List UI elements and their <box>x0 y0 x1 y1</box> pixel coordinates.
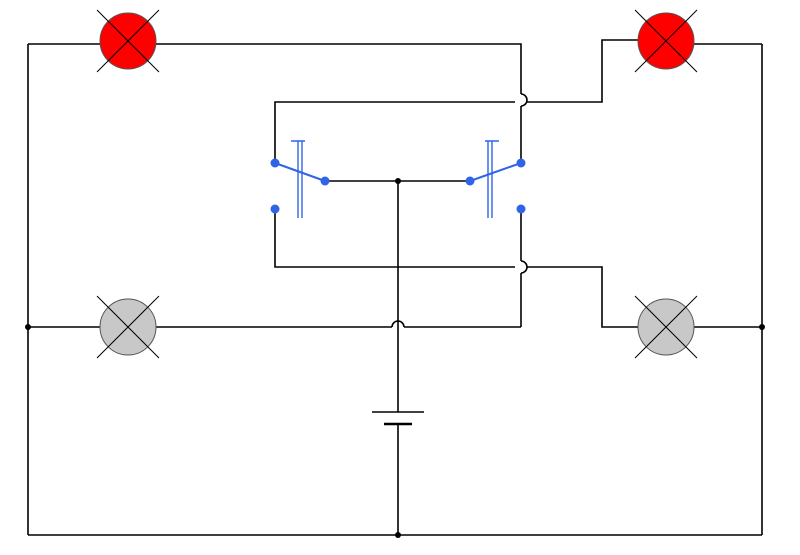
wire-top-right-lamp-left <box>274 101 515 163</box>
switch-left-pivot <box>320 176 330 186</box>
lamp-mid-left <box>96 295 160 359</box>
lamp-mid-right-cross-b <box>634 295 698 359</box>
junction-center-top <box>395 178 401 184</box>
switch-left-contact-upper <box>270 158 280 168</box>
lamp-top-right-cross-b <box>634 9 698 73</box>
switch-right-blade <box>469 162 522 182</box>
lamp-mid-right <box>634 295 698 359</box>
wire-jumper-upper <box>520 93 528 107</box>
junction-center-bottom <box>395 532 401 538</box>
lamp-mid-left-cross-b <box>96 295 160 359</box>
junction-left <box>25 324 31 330</box>
junctions <box>25 178 765 538</box>
switch-right-push-rod <box>485 140 499 218</box>
wire-mid-right-lamp-feed <box>527 266 638 328</box>
lamp-top-right <box>634 9 698 73</box>
switch-right[interactable] <box>465 140 526 218</box>
lamp-top-left-cross-b <box>96 9 160 73</box>
wire-top-left-lamp-right <box>156 43 522 94</box>
switch-left[interactable] <box>270 140 330 218</box>
switch-right-pivot <box>465 176 475 186</box>
wire-lower-left <box>274 209 515 268</box>
lamp-top-left <box>96 9 160 73</box>
switch-left-contact-lower <box>270 204 280 214</box>
switch-right-contact-lower <box>516 204 526 214</box>
junction-right <box>759 324 765 330</box>
wire-jumper-lower <box>520 260 528 274</box>
switch-left-blade <box>274 162 326 182</box>
switch-left-push-rod <box>291 140 305 218</box>
battery-symbol <box>372 411 424 426</box>
switch-right-contact-upper <box>516 158 526 168</box>
wire-top-right-lamp-feed <box>527 39 638 103</box>
wires <box>27 39 763 536</box>
